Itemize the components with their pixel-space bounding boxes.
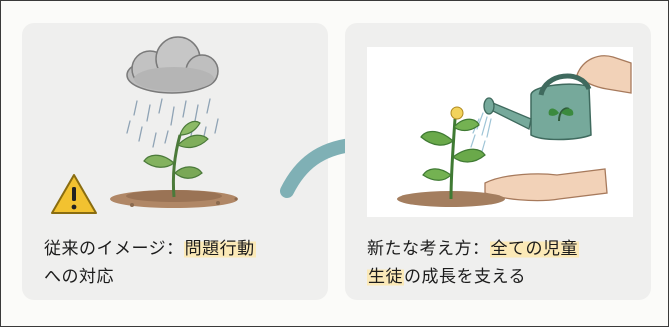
warning-icon	[51, 174, 97, 214]
cloud-icon	[126, 36, 219, 94]
caption-highlight-1: 全ての児童	[489, 239, 579, 259]
watering-scene-illustration	[367, 47, 633, 217]
caption-traditional: 従来のイメージ：問題行動 への対応	[44, 235, 320, 291]
card-traditional: 従来のイメージ：問題行動 への対応	[22, 23, 328, 300]
watering-can-icon	[483, 73, 592, 141]
caption-plain: 新たな考え方：	[367, 239, 490, 259]
plant-icon	[143, 120, 209, 198]
caption-highlight: 問題行動	[183, 239, 256, 259]
rain-scene-illustration	[51, 36, 238, 214]
caption-line2-rest: の成長を支える	[404, 267, 526, 287]
caption-line2: への対応	[44, 267, 114, 287]
plant-icon	[420, 106, 486, 200]
card-new-approach: 新たな考え方：全ての児童 生徒の成長を支える	[345, 23, 651, 300]
caption-highlight-2: 生徒	[367, 267, 404, 287]
soil-mound	[110, 190, 238, 208]
caption-plain: 従来のイメージ：	[44, 239, 184, 259]
caption-new-approach: 新たな考え方：全ての児童 生徒の成長を支える	[367, 235, 643, 291]
